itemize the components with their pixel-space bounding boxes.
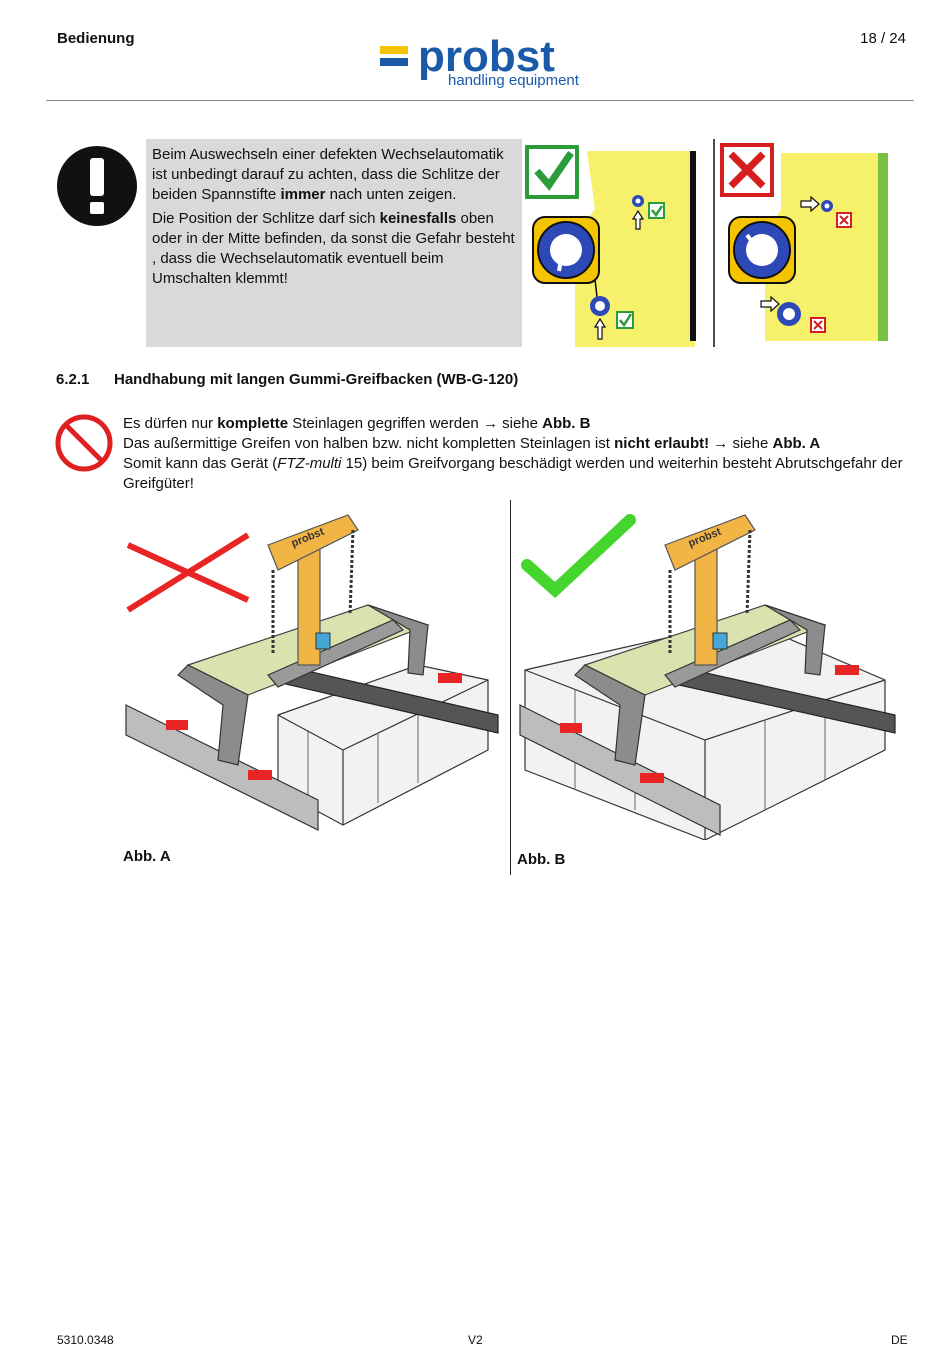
- warning-box: Beim Auswechseln einer defekten Wechsela…: [146, 139, 522, 347]
- figure-a-caption: Abb. A: [123, 848, 171, 865]
- instruction-line-1: Es dürfen nur komplette Steinlagen gegri…: [123, 415, 591, 432]
- check-mark-icon: [525, 145, 579, 199]
- pin-orientation-figure: [525, 139, 888, 347]
- prohibition-icon: [55, 414, 113, 472]
- instruction-line-2: Das außermittige Greifen von halben bzw.…: [123, 435, 821, 452]
- figure-b-caption: Abb. B: [517, 851, 566, 868]
- probst-logo: probst handling equipment: [380, 32, 590, 96]
- figure-divider: [510, 500, 511, 875]
- instruction-line-3: Somit kann das Gerät (FTZ-multi 15) beim…: [123, 455, 903, 492]
- footer-doc-number: 5310.0348: [57, 1333, 114, 1347]
- logo-bar-blue: [380, 58, 408, 66]
- green-check-icon: [521, 514, 636, 599]
- logo-wordmark: probst: [418, 32, 555, 81]
- logo-subtitle: handling equipment: [448, 72, 579, 89]
- logo-bar-yellow: [380, 46, 408, 54]
- header-section-title: Bedienung: [57, 30, 135, 47]
- footer-language: DE: [891, 1333, 908, 1347]
- instruction-text: Es dürfen nur komplette Steinlagen gegri…: [123, 414, 913, 494]
- warning-paragraph-1: Beim Auswechseln einer defekten Wechsela…: [152, 146, 504, 203]
- cross-mark-icon: [720, 143, 774, 197]
- warning-paragraph-2: Die Position der Schlitze darf sich kein…: [152, 210, 515, 287]
- page-number: 18 / 24: [860, 30, 906, 47]
- figure-b-correct-grip: probst: [519, 514, 896, 840]
- section-title: Handhabung mit langen Gummi-Greifbacken …: [114, 371, 519, 388]
- section-heading: 6.2.1 Handhabung mit langen Gummi-Greifba…: [56, 371, 518, 388]
- figure-a-wrong-grip: probst: [125, 514, 499, 831]
- footer-version: V2: [468, 1333, 483, 1347]
- header-rule: [46, 100, 914, 101]
- exclamation-warning-icon: [57, 146, 137, 226]
- red-cross-icon: [126, 532, 250, 613]
- section-number: 6.2.1: [56, 371, 90, 388]
